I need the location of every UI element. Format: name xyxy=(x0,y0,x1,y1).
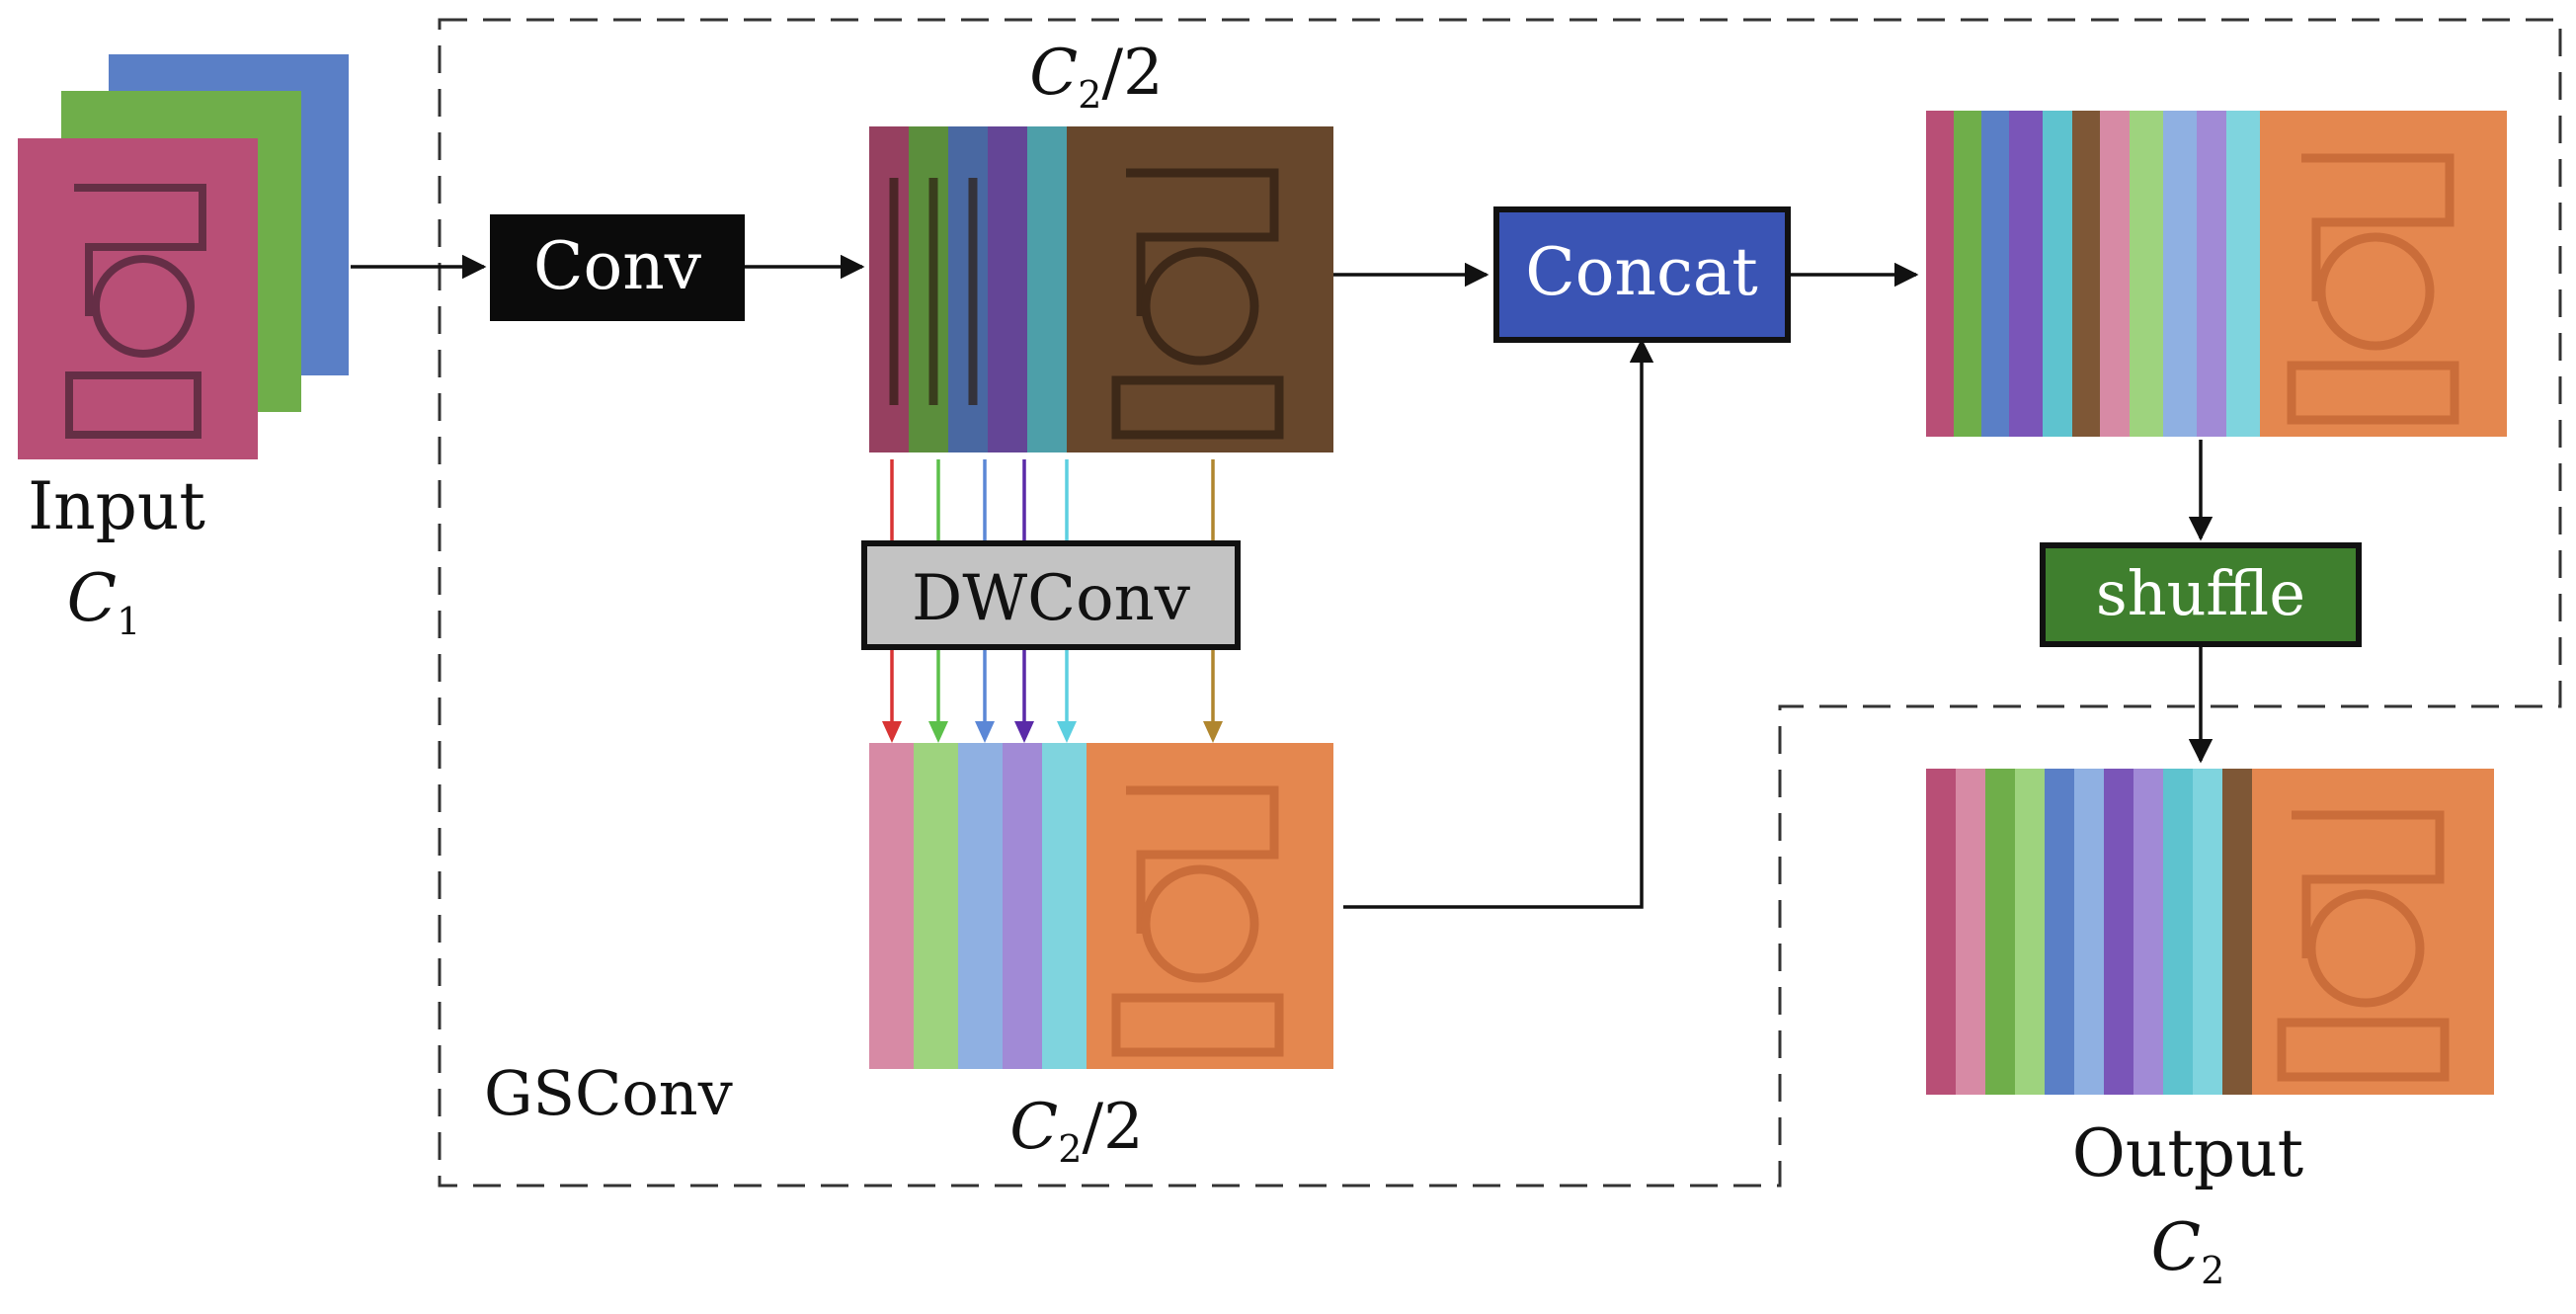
gsconv-boundary xyxy=(438,18,2562,1188)
dwconv-channel-arrows xyxy=(882,459,1223,743)
module-label: GSConv xyxy=(484,1057,733,1129)
input-label: Input xyxy=(28,468,205,544)
input-feature-maps xyxy=(18,54,349,459)
arrow-dwmap-to-concat xyxy=(1343,338,1654,909)
input-channel: C1 xyxy=(67,560,141,643)
bottom-half-channels-label: C2/2 xyxy=(1009,1091,1143,1171)
dwconv-box xyxy=(861,540,1241,650)
conv-box xyxy=(490,214,745,321)
dwconv-output-map xyxy=(869,743,1333,1069)
output-feature-map xyxy=(1926,769,2494,1095)
concat-output-map xyxy=(1926,111,2507,437)
glyph-pattern xyxy=(65,184,206,439)
concat-label: Concat xyxy=(1525,234,1758,310)
shuffle-label: shuffle xyxy=(2096,557,2305,629)
output-channel: C2 xyxy=(2151,1209,2225,1292)
output-label: Output xyxy=(2072,1115,2303,1191)
conv-output-map xyxy=(869,126,1333,452)
conv-label: Conv xyxy=(533,228,702,304)
input-map-pink xyxy=(18,138,258,459)
shuffle-box xyxy=(2040,542,2362,647)
top-half-channels-label: C2/2 xyxy=(1029,37,1163,117)
dwconv-label: DWConv xyxy=(912,562,1190,635)
